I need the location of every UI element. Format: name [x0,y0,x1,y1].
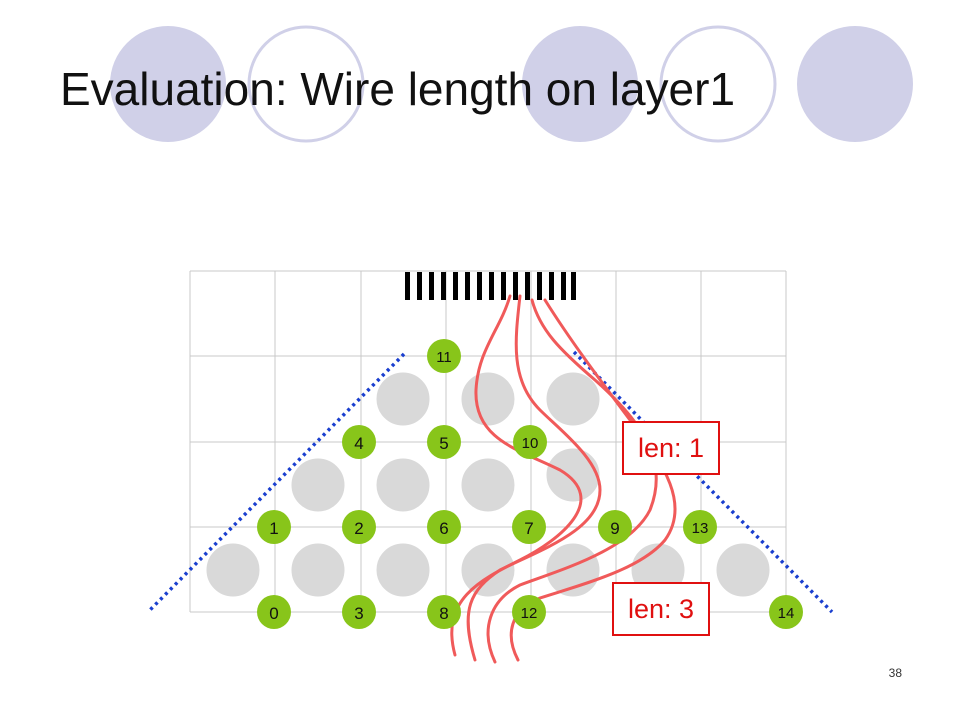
pin [465,272,470,300]
obstacle [291,543,345,597]
pad-label: 8 [439,604,448,623]
pin [405,272,410,300]
pad: 12 [512,595,546,629]
pad-label: 9 [610,519,619,538]
connector-pins [405,272,576,300]
pin [513,272,518,300]
pad: 11 [427,339,461,373]
decor-circle-filled [110,26,226,142]
obstacle [716,543,770,597]
pin [571,272,576,300]
pad-label: 5 [439,434,448,453]
pad-label: 14 [778,605,795,622]
pad: 9 [598,510,632,544]
obstacles [206,372,770,597]
wire [486,298,658,664]
obstacle [461,543,515,597]
wire [450,294,583,657]
pad: 7 [512,510,546,544]
obstacle [546,372,600,426]
boundary-lines [146,350,834,614]
decor-circle-ring [659,25,777,143]
slide-title: Evaluation: Wire length on layer1 [60,63,736,115]
decor-circle-filled [797,26,913,142]
wire-length-label-top: len: 1 [622,421,720,475]
page-number: 38 [888,666,902,680]
obstacle [376,458,430,512]
pad: 6 [427,510,461,544]
obstacle [376,372,430,426]
pad-label: 0 [269,604,278,623]
pin [537,272,542,300]
pin [417,272,422,300]
pad-label: 12 [521,605,538,622]
pin [501,272,506,300]
pad: 0 [257,595,291,629]
pad: 13 [683,510,717,544]
pad: 2 [342,510,376,544]
left-boundary [146,352,406,614]
obstacle [546,448,600,502]
obstacle [206,543,260,597]
pin [477,272,482,300]
pad-label: 6 [439,519,448,538]
pin [561,272,566,300]
decor-circle-filled [522,26,638,142]
pin [429,272,434,300]
pin [453,272,458,300]
obstacle [291,458,345,512]
pad: 1 [257,510,291,544]
pad: 14 [769,595,803,629]
right-boundary [572,350,834,614]
pad: 10 [513,425,547,459]
pad-label: 10 [522,435,539,452]
pin [549,272,554,300]
pad-label: 2 [354,519,363,538]
pad-label: 13 [692,520,709,537]
obstacle [461,372,515,426]
decor-circle-ring [247,25,365,143]
wire [466,294,602,662]
obstacle [461,458,515,512]
pad-label: 3 [354,604,363,623]
pad: 4 [342,425,376,459]
pin [489,272,494,300]
pad: 5 [427,425,461,459]
pin [441,272,446,300]
pad-label: 7 [524,519,533,538]
pad: 8 [427,595,461,629]
pad-label: 4 [354,434,363,453]
wire-length-label-bottom: len: 3 [612,582,710,636]
pads: 0 1 2 3 4 5 6 7 8 9 10 11 12 13 14 [257,339,803,629]
pad: 3 [342,595,376,629]
pad-label: 1 [269,519,278,538]
pin [525,272,530,300]
header-decoration [110,25,913,143]
obstacle [376,543,430,597]
pad-label: 11 [436,349,452,366]
